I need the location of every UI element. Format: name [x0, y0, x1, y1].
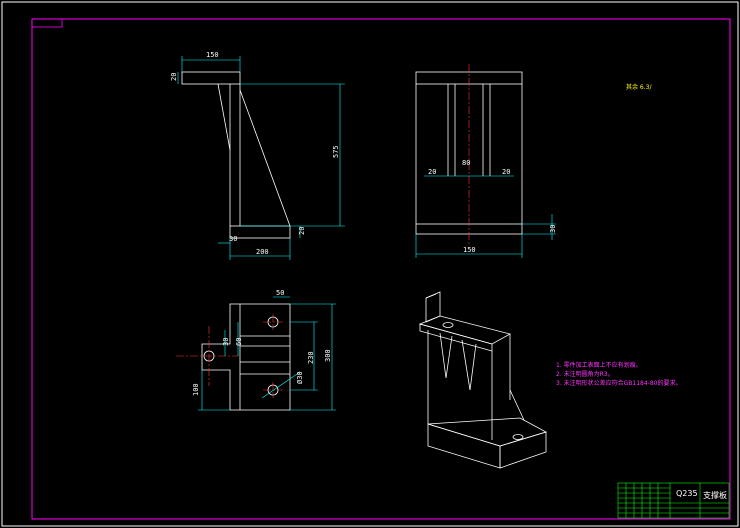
top-dim-hole-offset: 50	[276, 289, 284, 297]
front-view	[181, 71, 291, 239]
top-view-centerlines	[176, 314, 283, 398]
side-dim-right-margin: 20	[502, 168, 510, 176]
front-top-flange	[181, 71, 241, 85]
top-dim-small-b: 60	[235, 338, 243, 346]
titleblock-material: Q235	[676, 489, 698, 498]
note-2: 2. 未注明圆角为R3。	[556, 370, 614, 378]
drawing-frame	[31, 18, 731, 520]
front-dim-base-thickness: 20	[298, 227, 306, 235]
top-dim-left-a: 100	[192, 383, 200, 396]
front-dim-top-width: 150	[206, 51, 219, 59]
top-view	[201, 303, 291, 411]
front-dim-base-width: 200	[256, 248, 269, 256]
top-dim-height-a: 230	[307, 351, 315, 364]
side-view-dimensions	[415, 175, 556, 258]
front-base	[229, 225, 291, 239]
top-view-dimensions	[198, 296, 336, 411]
front-dim-left-offset: 30	[229, 235, 237, 243]
technical-notes: 1. 零件加工表面上不应有划痕。 2. 未注明圆角为R3。 3. 未注明形状公差…	[556, 361, 681, 387]
side-dim-overall-width: 150	[463, 246, 476, 254]
top-dim-hole-dia: Ø30	[296, 371, 304, 384]
side-dim-slot-width: 80	[462, 159, 470, 167]
isometric-view	[418, 291, 548, 469]
front-dim-top-thickness: 20	[170, 73, 178, 81]
title-block	[617, 482, 730, 519]
side-dim-base-thickness: 30	[549, 225, 557, 233]
side-dim-left-margin: 20	[428, 168, 436, 176]
top-dim-height-b: 300	[324, 349, 332, 362]
roughness-label: 其余 6.3/	[626, 83, 652, 91]
top-outline	[201, 303, 291, 411]
note-1: 1. 零件加工表面上不应有划痕。	[556, 361, 642, 369]
front-view-dimensions	[177, 56, 345, 260]
front-dim-height: 575	[332, 145, 340, 158]
titleblock-part-name: 支撑板	[703, 490, 727, 500]
note-3: 3. 未注明形状公差应符合GB1184-80的要求。	[556, 379, 681, 387]
corner-box	[31, 18, 63, 28]
top-dim-small-a: 30	[222, 338, 230, 346]
